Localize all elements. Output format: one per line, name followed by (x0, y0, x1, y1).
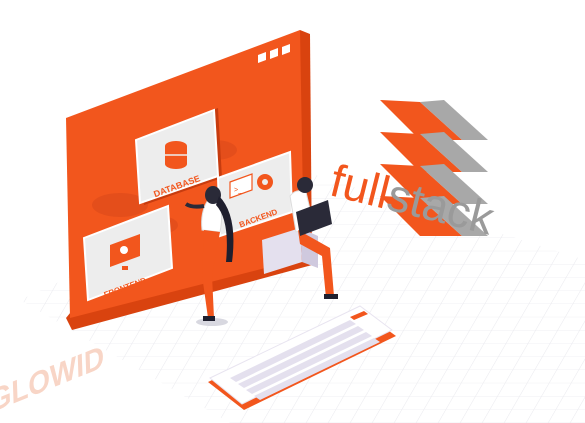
svg-text:>_: >_ (234, 187, 242, 194)
database-panel: DATABASE (134, 108, 222, 205)
monitor-icon (110, 234, 140, 270)
database-icon (165, 141, 187, 169)
man-figure (262, 177, 338, 299)
watermark-text: AGLOWID (0, 338, 105, 423)
code-window-icon: >_ (229, 173, 253, 199)
window-controls-icon (258, 44, 290, 63)
backend-panel: >_ BACKEND (216, 150, 294, 238)
keyboard (208, 305, 396, 410)
gear-icon (257, 174, 273, 190)
laptop-icon (296, 200, 332, 236)
woman-figure (184, 186, 234, 326)
frontend-panel: FRONTEND (82, 204, 174, 302)
seat-block (262, 228, 302, 274)
stack-logo-icon (380, 100, 488, 236)
